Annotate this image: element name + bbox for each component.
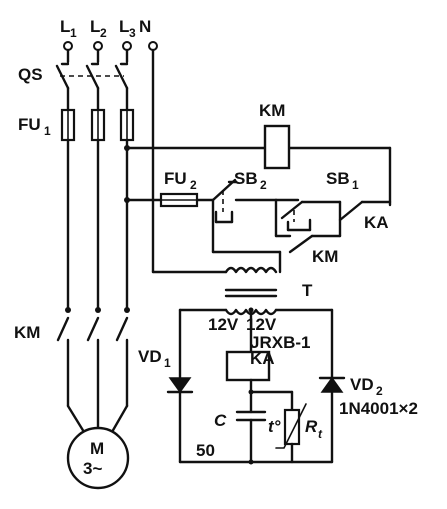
ka-contact — [338, 200, 364, 222]
label-ka-contact: KA — [364, 213, 389, 232]
svg-text:3: 3 — [129, 26, 136, 40]
sb1-contact — [280, 200, 304, 220]
km-main-contact-l1 — [56, 316, 70, 342]
label-sb2: SB — [234, 169, 258, 188]
control-feed — [124, 48, 392, 274]
label-t: T — [302, 281, 313, 300]
transformer-t — [224, 266, 278, 316]
label-12v-left: 12V — [208, 315, 239, 334]
svg-text:t: t — [318, 427, 323, 441]
transformer-primary — [224, 266, 278, 274]
relay-circuit — [166, 308, 346, 465]
diode-vd1 — [168, 377, 192, 394]
km-aux-contact — [288, 234, 314, 254]
label-t-symbol: t° — [268, 417, 281, 436]
supply-terminals — [63, 41, 158, 51]
svg-text:1: 1 — [44, 124, 51, 138]
label-l2: L — [90, 17, 100, 36]
svg-text:2: 2 — [260, 178, 267, 192]
label-l3: L — [119, 17, 129, 36]
label-vd2: VD — [350, 375, 374, 394]
svg-text:1: 1 — [70, 26, 77, 40]
label-ka-coil: KA — [250, 349, 275, 368]
motor — [66, 426, 130, 490]
labels: L 1 L 2 L 3 N QS FU 1 KM FU 2 SB 2 SB 1 … — [14, 17, 418, 478]
phase-lines — [55, 48, 135, 434]
label-km-main: KM — [14, 323, 40, 342]
label-km-aux: KM — [312, 247, 338, 266]
label-12v-right: 12V — [246, 315, 277, 334]
label-c-value: 50 — [196, 441, 215, 460]
label-fu2: FU — [164, 169, 187, 188]
label-sb1: SB — [326, 169, 350, 188]
diode-vd2 — [320, 376, 344, 393]
thermistor-rt — [283, 408, 301, 446]
label-motor-m: M — [90, 439, 104, 458]
label-km-coil: KM — [259, 101, 285, 120]
label-motor-phase: 3~ — [83, 459, 102, 478]
svg-text:2: 2 — [376, 384, 383, 398]
svg-text:2: 2 — [190, 178, 197, 192]
km-main-contact-l2 — [86, 316, 100, 342]
label-c: C — [214, 411, 227, 430]
qs-blade-l3 — [114, 64, 129, 90]
qs-blade-l2 — [85, 64, 100, 90]
label-l1: L — [60, 17, 70, 36]
label-fu1: FU — [18, 115, 41, 134]
qs-blade-l1 — [55, 64, 70, 90]
km-coil — [263, 124, 291, 170]
label-relay-model: JRXB-1 — [250, 333, 310, 352]
sb2-contact — [211, 178, 237, 202]
svg-text:1: 1 — [352, 178, 359, 192]
label-vd1: VD — [138, 347, 162, 366]
svg-text:2: 2 — [100, 26, 107, 40]
ka-coil — [225, 350, 271, 382]
km-main-contact-l3 — [115, 316, 129, 342]
label-n: N — [139, 17, 151, 36]
label-diode-model: 1N4001×2 — [339, 399, 418, 418]
thermistor-slash — [275, 403, 307, 449]
label-qs: QS — [18, 65, 43, 84]
label-rt: R — [305, 417, 318, 436]
svg-text:1: 1 — [164, 356, 171, 370]
